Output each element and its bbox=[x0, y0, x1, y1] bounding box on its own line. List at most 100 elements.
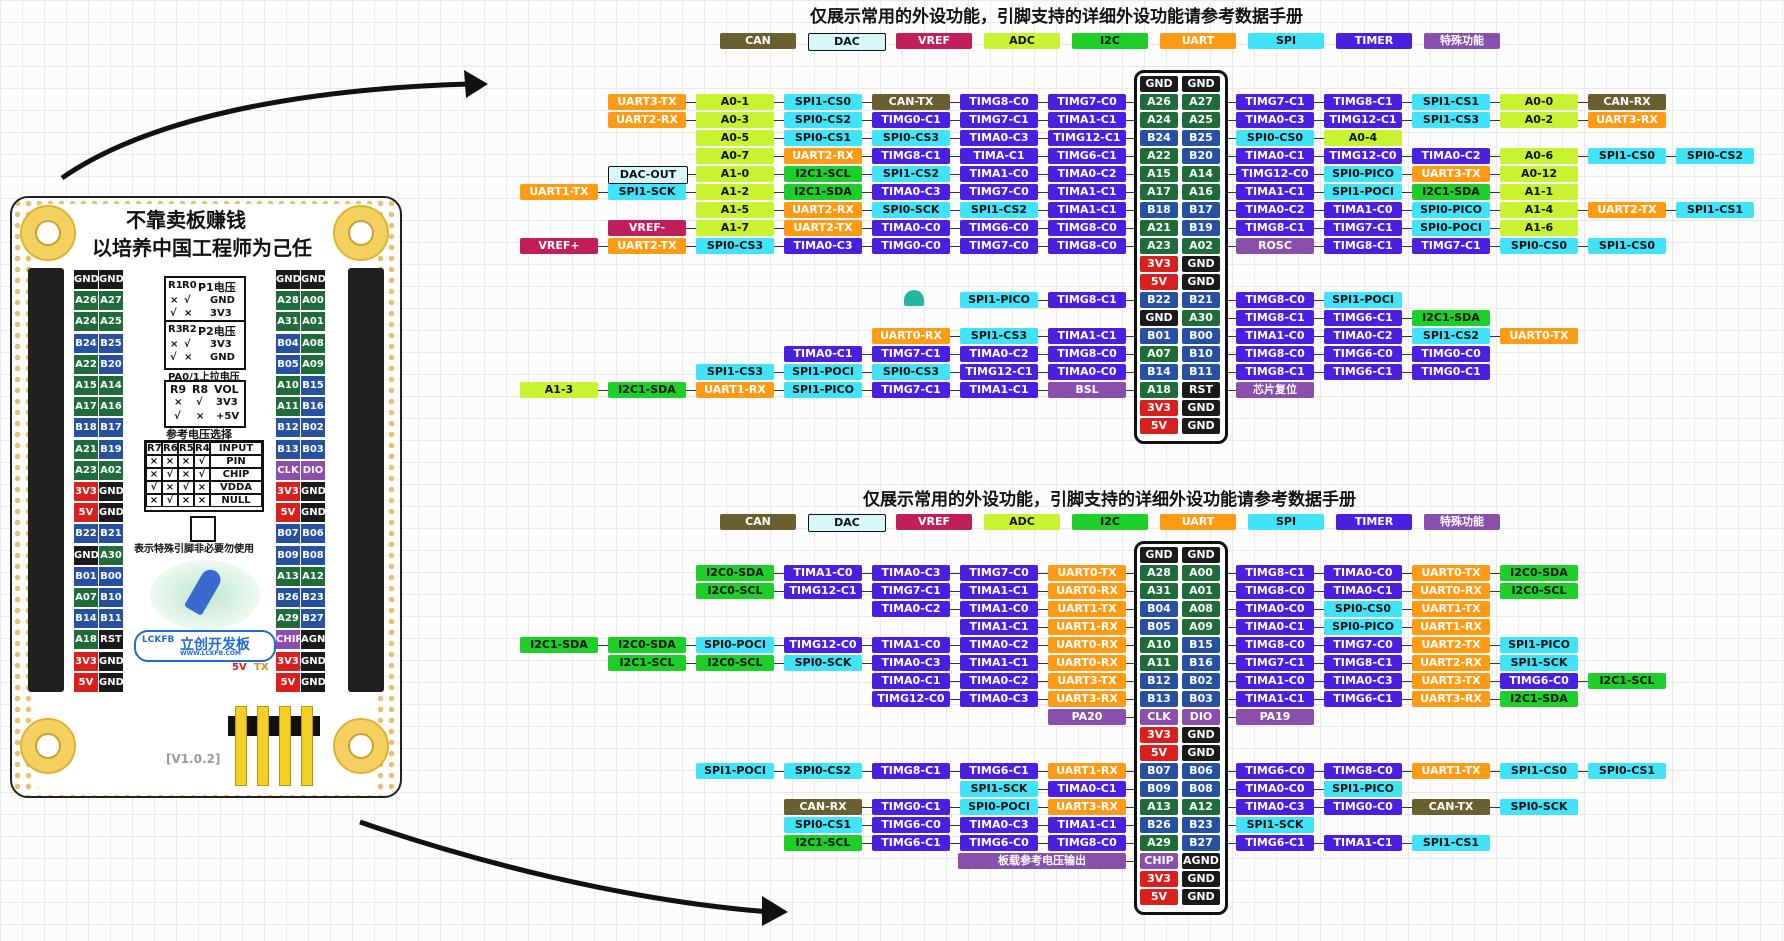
top-legend-dac: DAC bbox=[808, 33, 886, 51]
board-left-pins-15-0: A07 bbox=[74, 588, 98, 607]
top-header-pin-12-r: B21 bbox=[1182, 292, 1220, 308]
bottom-header-pin-15-r: B23 bbox=[1182, 817, 1220, 833]
top-right-func-8-3: A1-6 bbox=[1500, 220, 1578, 236]
left-pin-strip bbox=[28, 268, 64, 692]
bottom-right-func-6-1: TIMG8-C1 bbox=[1324, 655, 1402, 671]
top-legend-can: CAN bbox=[720, 33, 796, 49]
board-right-pins-9-1: DIO bbox=[301, 460, 325, 480]
top-right-func-9-3: SPI0-CS0 bbox=[1500, 238, 1578, 254]
bottom-right-func-1-1: TIMA0-C0 bbox=[1324, 565, 1402, 581]
board-left-pins-10-0: 3V3 bbox=[74, 482, 98, 501]
top-left-func-17-1: TIMA1-C1 bbox=[960, 382, 1038, 398]
top-header-pin-9-l: A23 bbox=[1140, 238, 1178, 254]
top-header-pin-19-r: GND bbox=[1182, 418, 1220, 434]
bottom-left-func-6-3: SPI0-SCK bbox=[784, 655, 862, 671]
top-header-pin-6-r: A16 bbox=[1182, 184, 1220, 200]
bottom-left-func-7-1: TIMA0-C2 bbox=[960, 673, 1038, 689]
bottom-left-func-8-2: TIMG12-C0 bbox=[872, 691, 950, 707]
board-right-pins-2-0: A31 bbox=[276, 312, 300, 332]
bottom-left-func-13-0: TIMA0-C1 bbox=[1048, 781, 1126, 797]
top-left-func-14-1: SPI1-CS3 bbox=[960, 328, 1038, 344]
top-header-pin-2-r: A25 bbox=[1182, 112, 1220, 128]
top-header-pin-15-l: A07 bbox=[1140, 346, 1178, 362]
bottom-legend-dac: DAC bbox=[808, 514, 886, 532]
board-right-pins-19-1: GND bbox=[301, 672, 326, 692]
bottom-header-pin-4-r: A09 bbox=[1182, 619, 1220, 635]
top-left-func-17-4: UART1-RX bbox=[696, 382, 774, 398]
bottom-left-func-16-3: I2C1-SCL bbox=[784, 835, 862, 851]
board-left-pins-16-0: B14 bbox=[74, 609, 98, 629]
top-left-func-5-1: TIMA1-C0 bbox=[960, 166, 1038, 182]
top-left-func-14-2: UART0-RX bbox=[872, 328, 950, 344]
p1-title: P1电压 bbox=[198, 281, 236, 294]
bottom-right-func-14-3: SPI0-SCK bbox=[1500, 799, 1578, 815]
bottom-right-func-13-0: TIMA0-C0 bbox=[1236, 781, 1314, 797]
bottom-right-func-9-0: PA19 bbox=[1236, 709, 1314, 725]
bottom-right-func-4-2: UART1-RX bbox=[1412, 619, 1490, 635]
bottom-left-func-12-0: UART1-RX bbox=[1048, 763, 1126, 779]
pa-r1c2: +5V bbox=[216, 411, 240, 422]
top-right-func-9-4: SPI1-CS0 bbox=[1588, 238, 1666, 254]
board-left-pins-16-1: B11 bbox=[99, 609, 123, 629]
bottom-left-func-5-1: TIMA0-C2 bbox=[960, 637, 1038, 653]
ref-head-0: R7 bbox=[146, 442, 162, 455]
top-left-func-6-0: TIMA1-C1 bbox=[1048, 184, 1126, 200]
bottom-header-pin-7-l: B12 bbox=[1140, 673, 1178, 689]
bottom-right-func-2-2: UART0-RX bbox=[1412, 583, 1490, 599]
uart-pin-gnd bbox=[301, 706, 313, 786]
top-right-func-7-5: SPI1-CS1 bbox=[1676, 202, 1754, 218]
pa-r0c2: 3V3 bbox=[216, 397, 238, 408]
top-left-func-15-1: TIMA0-C2 bbox=[960, 346, 1038, 362]
top-left-func-7-4: A1-5 bbox=[696, 202, 774, 218]
bottom-left-func-15-3: SPI0-CS1 bbox=[784, 817, 862, 833]
bottom-right-func-14-2: CAN-TX bbox=[1412, 799, 1490, 815]
top-right-func-14-2: SPI1-CS2 bbox=[1412, 328, 1490, 344]
top-left-func-15-3: TIMA0-C1 bbox=[784, 346, 862, 362]
bottom-header-pin-3-l: B04 bbox=[1140, 601, 1178, 617]
top-left-func-8-5: VREF- bbox=[608, 220, 686, 236]
bottom-right-func-7-4: I2C1-SCL bbox=[1588, 673, 1666, 689]
ref-r2-c1: × bbox=[162, 481, 178, 494]
top-left-func-8-4: A1-7 bbox=[696, 220, 774, 236]
bottom-legend-adc: ADC bbox=[984, 514, 1060, 530]
bottom-left-func-7-0: UART3-TX bbox=[1048, 673, 1126, 689]
bottom-right-func-8-2: UART3-RX bbox=[1412, 691, 1490, 707]
bottom-left-func-12-4: SPI1-POCI bbox=[696, 763, 774, 779]
bottom-right-func-8-1: TIMG6-C1 bbox=[1324, 691, 1402, 707]
top-left-func-8-3: UART2-TX bbox=[784, 220, 862, 236]
top-left-func-8-2: TIMA0-C0 bbox=[872, 220, 950, 236]
top-right-func-5-3: A0-12 bbox=[1500, 166, 1578, 182]
bottom-left-func-15-1: TIMA0-C3 bbox=[960, 817, 1038, 833]
top-left-func-9-4: SPI0-CS3 bbox=[696, 238, 774, 254]
bottom-legend-uart: UART bbox=[1160, 514, 1236, 530]
top-right-func-6-2: I2C1-SDA bbox=[1412, 184, 1490, 200]
board-left-pins-5-1: A14 bbox=[99, 376, 123, 395]
bottom-left-func-7-2: TIMA0-C1 bbox=[872, 673, 950, 689]
label-r2: R2 bbox=[182, 324, 197, 335]
top-right-func-6-3: A1-1 bbox=[1500, 184, 1578, 200]
top-left-func-5-5: DAC-OUT bbox=[608, 166, 688, 184]
bottom-left-func-4-0: UART1-RX bbox=[1048, 619, 1126, 635]
bottom-left-func-3-2: TIMA0-C2 bbox=[872, 601, 950, 617]
bottom-left-func-3-0: UART1-TX bbox=[1048, 601, 1126, 617]
bottom-header-pin-12-l: B07 bbox=[1140, 763, 1178, 779]
top-left-func-16-1: TIMG12-C1 bbox=[960, 364, 1038, 380]
bottom-header-pin-0-r: GND bbox=[1182, 547, 1220, 563]
bottom-header-pin-8-r: B03 bbox=[1182, 691, 1220, 707]
top-header-pin-16-l: B14 bbox=[1140, 364, 1178, 380]
top-header-pin-7-r: B17 bbox=[1182, 202, 1220, 218]
bottom-header-pin-14-r: A12 bbox=[1182, 799, 1220, 815]
mount-hole-tr bbox=[333, 205, 389, 261]
top-left-func-16-0: TIMA0-C0 bbox=[1048, 364, 1126, 380]
top-left-func-2-4: A0-3 bbox=[696, 112, 774, 128]
top-right-func-4-3: A0-6 bbox=[1500, 148, 1578, 164]
bottom-header-pin-2-r: A01 bbox=[1182, 583, 1220, 599]
board-right-pins-4-0: B05 bbox=[276, 354, 300, 374]
bottom-left-func-5-0: UART0-RX bbox=[1048, 637, 1126, 653]
board-left-pins-4-1: B20 bbox=[99, 354, 123, 374]
bottom-left-func-14-1: SPI0-POCI bbox=[960, 799, 1038, 815]
p2-r1c2: GND bbox=[210, 352, 235, 363]
ref-head-2: R5 bbox=[178, 442, 194, 455]
pa-head-1: R8 bbox=[192, 383, 209, 396]
